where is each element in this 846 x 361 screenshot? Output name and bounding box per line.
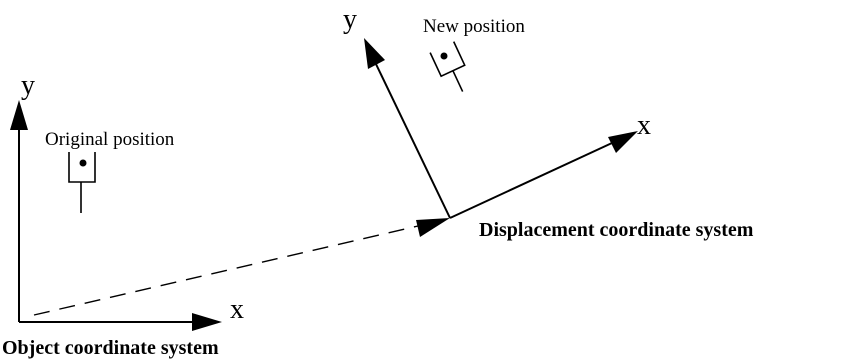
displacement-x-axis xyxy=(449,142,613,219)
object-y-label: y xyxy=(21,70,35,101)
new-marker-stem xyxy=(452,70,464,92)
displacement-x-arrowhead xyxy=(608,131,638,153)
new-marker-dot xyxy=(440,52,448,60)
object-x-label: x xyxy=(230,294,244,325)
new-marker-bracket xyxy=(429,41,466,78)
object-system-title: Object coordinate system xyxy=(2,337,219,359)
displacement-y-label: y xyxy=(343,4,357,35)
displacement-dashed-line xyxy=(33,225,419,316)
object-y-arrowhead xyxy=(10,100,28,130)
new-position-marker: New position xyxy=(423,16,525,92)
displacement-x-label: x xyxy=(637,110,651,141)
object-x-arrowhead xyxy=(192,313,222,331)
displacement-y-axis xyxy=(374,61,451,219)
original-position-marker: Original position xyxy=(45,129,175,213)
original-marker-dot xyxy=(79,159,87,167)
new-position-label: New position xyxy=(423,16,525,37)
displacement-coordinate-system: y x Displacement coordinate system xyxy=(343,4,754,241)
displacement-vector xyxy=(33,218,450,316)
object-coordinate-system: y x Object coordinate system xyxy=(2,70,244,359)
displacement-arrowhead xyxy=(416,218,450,237)
original-marker-bracket xyxy=(68,152,96,183)
original-position-label: Original position xyxy=(45,129,175,150)
displacement-y-arrowhead xyxy=(364,38,385,69)
displacement-system-title: Displacement coordinate system xyxy=(479,219,754,241)
